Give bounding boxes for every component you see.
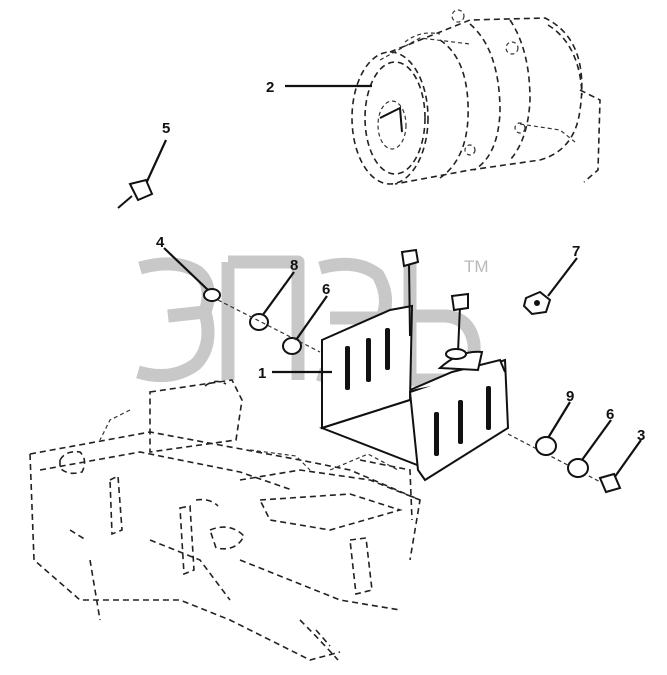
- callout-labels: 2 5 4 8 6 7 1 9 6 3: [156, 79, 645, 444]
- callout-2: 2: [266, 79, 274, 96]
- callout-5: 5: [162, 120, 170, 137]
- callout-1: 1: [258, 365, 266, 382]
- engine-chassis-outline: [29, 379, 421, 661]
- callout-6-left: 6: [322, 281, 330, 298]
- nut-part-7: [522, 257, 578, 316]
- callout-8: 8: [290, 257, 298, 274]
- callout-3: 3: [637, 427, 645, 444]
- callout-9: 9: [566, 388, 574, 405]
- trademark-mark: TM: [464, 257, 489, 276]
- right-fastener-stack: [507, 401, 642, 494]
- compressor-assembly: [351, 9, 601, 185]
- callout-7: 7: [572, 243, 580, 260]
- callout-4: 4: [156, 234, 165, 251]
- callout-6-right: 6: [606, 406, 614, 423]
- watermark-logo: TM: [136, 255, 489, 387]
- left-fastener-stack: [163, 247, 328, 355]
- bolt-part-5: [117, 139, 167, 209]
- mounting-bracket: [272, 248, 510, 482]
